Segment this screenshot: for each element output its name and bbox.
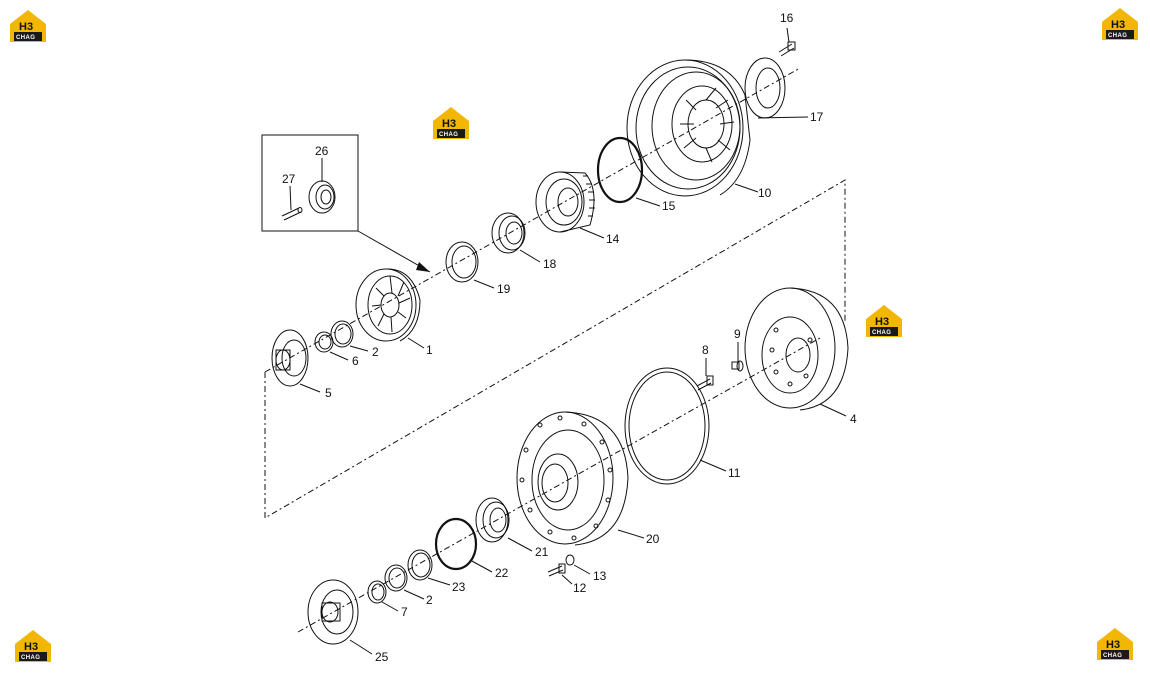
watermark-logo-top-left: H3 CHAG xyxy=(10,10,46,42)
svg-text:H3: H3 xyxy=(1106,639,1120,651)
watermark-logo-top-right: H3 CHAG xyxy=(1102,8,1138,40)
callout-4: 4 xyxy=(850,412,857,426)
ring-part-23 xyxy=(407,549,433,581)
svg-text:H3: H3 xyxy=(1111,19,1125,31)
svg-text:CHAG: CHAG xyxy=(439,132,458,138)
detail-inset-box xyxy=(261,134,431,273)
pin-part-27 xyxy=(281,207,303,221)
svg-text:CHAG: CHAG xyxy=(1103,653,1122,659)
gear-hub-part-14 xyxy=(535,171,595,233)
callout-23: 23 xyxy=(452,580,466,594)
callout-6: 6 xyxy=(352,354,359,368)
flange-part-5 xyxy=(271,329,309,387)
callout-11: 11 xyxy=(728,466,741,480)
impeller-part-1 xyxy=(355,268,421,342)
oring-part-15 xyxy=(596,136,644,204)
callout-9: 9 xyxy=(734,327,741,341)
callout-17: 17 xyxy=(810,110,824,124)
bolt-part-8 xyxy=(696,375,714,391)
callout-13: 13 xyxy=(593,569,607,583)
bearing-part-21 xyxy=(475,497,510,543)
oring-part-22 xyxy=(434,517,478,571)
callout-21: 21 xyxy=(535,545,549,559)
ring-part-7 xyxy=(367,580,387,604)
assembly-axis-lines xyxy=(264,67,846,633)
ring-part-6 xyxy=(314,331,334,353)
svg-text:CHAG: CHAG xyxy=(21,655,40,661)
svg-text:H3: H3 xyxy=(19,21,33,33)
housing-part-10 xyxy=(626,59,751,197)
callout-12: 12 xyxy=(573,581,587,595)
watermark-logo-bottom-right: H3 CHAG xyxy=(1097,628,1133,660)
callout-26: 26 xyxy=(315,144,329,158)
washer-part-13 xyxy=(565,554,575,566)
callout-2-lower: 2 xyxy=(426,593,433,607)
leader-lines xyxy=(299,116,847,655)
callout-2-upper: 2 xyxy=(372,345,379,359)
cover-part-20 xyxy=(516,411,629,546)
snap-ring-part-2-upper xyxy=(330,320,354,348)
svg-text:CHAG: CHAG xyxy=(872,330,891,336)
disc-part-4 xyxy=(744,287,849,411)
watermark-logo-center-top: H3 CHAG xyxy=(433,107,469,139)
callout-20: 20 xyxy=(646,532,660,546)
svg-text:H3: H3 xyxy=(24,641,38,653)
callout-22: 22 xyxy=(495,566,509,580)
snap-ring-part-2-lower xyxy=(384,564,408,592)
callout-7: 7 xyxy=(401,605,408,619)
callout-18: 18 xyxy=(543,257,557,271)
seal-ring-part-26 xyxy=(308,180,336,214)
watermark-logo-bottom-left: H3 CHAG xyxy=(15,630,51,662)
bolt-part-12 xyxy=(547,563,566,577)
watermark-logo-right-middle: H3 CHAG xyxy=(866,305,902,337)
callout-8: 8 xyxy=(702,343,709,357)
callout-27: 27 xyxy=(282,172,296,186)
bearing-part-18 xyxy=(491,212,526,254)
washer-part-9 xyxy=(731,360,744,372)
svg-text:CHAG: CHAG xyxy=(1108,33,1127,39)
callout-14: 14 xyxy=(606,232,620,246)
callout-15: 15 xyxy=(662,199,676,213)
bolt-part-16 xyxy=(778,27,796,57)
callout-5: 5 xyxy=(325,386,332,400)
flange-part-25 xyxy=(307,579,359,645)
snap-ring-part-19 xyxy=(445,241,479,283)
callout-1: 1 xyxy=(426,343,433,357)
callout-labels: 16 17 10 15 14 18 19 26 27 1 2 6 5 8 9 4… xyxy=(282,11,857,664)
svg-text:H3: H3 xyxy=(442,118,456,130)
callout-25: 25 xyxy=(375,650,389,664)
svg-text:CHAG: CHAG xyxy=(16,35,35,41)
callout-10: 10 xyxy=(758,186,772,200)
callout-19: 19 xyxy=(497,282,511,296)
callout-16: 16 xyxy=(780,11,794,25)
svg-text:H3: H3 xyxy=(875,316,889,328)
oring-part-11 xyxy=(624,367,710,485)
